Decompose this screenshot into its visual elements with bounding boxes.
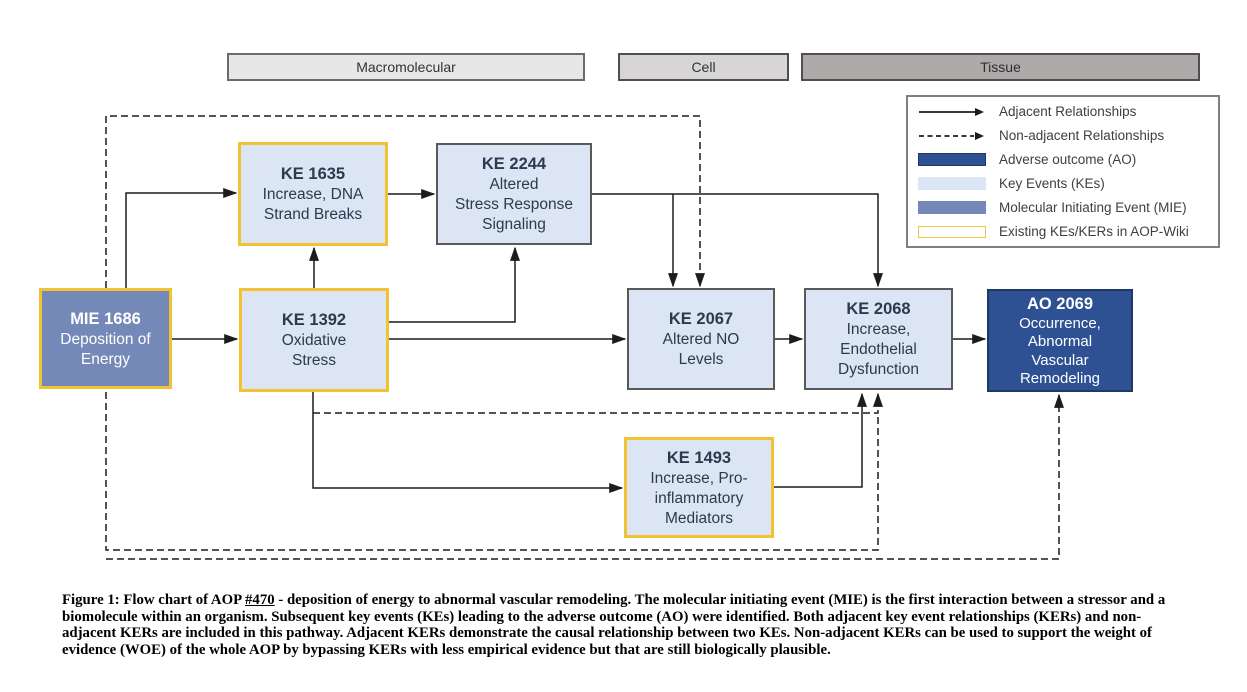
ke-swatch <box>918 177 986 190</box>
node-mie1686: MIE 1686 Deposition of Energy <box>39 288 172 389</box>
stage-label: Cell <box>691 59 716 75</box>
legend: Adjacent Relationships Non-adjacent Rela… <box>906 95 1220 248</box>
edge-mie1686-ke2067-nonadjacent <box>105 115 705 288</box>
node-title: KE 2068 <box>846 300 911 318</box>
node-ke1392: KE 1392 Oxidative Stress <box>239 288 389 392</box>
legend-label: Molecular Initiating Event (MIE) <box>999 200 1187 215</box>
legend-item-key-events: Key Events (KEs) <box>918 176 1212 191</box>
node-body: Altered NO Levels <box>662 331 740 368</box>
stage-bar-cell: Cell <box>618 53 789 81</box>
node-title: MIE 1686 <box>70 309 141 328</box>
legend-item-existing-aop-wiki: Existing KEs/KERs in AOP-Wiki <box>918 224 1212 239</box>
node-body: Increase, DNA Strand Breaks <box>262 186 364 223</box>
ao-swatch <box>918 153 986 166</box>
node-title: AO 2069 <box>1026 294 1094 313</box>
legend-item-non-adjacent: Non-adjacent Relationships <box>918 128 1212 143</box>
edge-ke1392-ke1493 <box>312 392 624 493</box>
figure-caption: Figure 1: Flow chart of AOP #470 - depos… <box>62 592 1195 658</box>
node-body: Occurrence, Abnormal Vascular Remodeling <box>1019 314 1101 388</box>
node-body: Increase, Endothelial Dysfunction <box>838 321 919 378</box>
caption-prefix: Figure 1: Flow chart of AOP <box>62 592 246 608</box>
dashed-arrow-icon <box>918 131 986 141</box>
stage-bar-tissue: Tissue <box>801 53 1200 81</box>
edge-mie1686-ke1635 <box>125 188 238 288</box>
legend-label: Adjacent Relationships <box>999 104 1137 119</box>
legend-item-mie: Molecular Initiating Event (MIE) <box>918 200 1212 215</box>
solid-arrow-icon <box>918 107 986 117</box>
aop-470-link[interactable]: #470 <box>245 592 275 608</box>
stage-label: Tissue <box>980 59 1021 75</box>
node-body: Deposition of Energy <box>60 330 151 368</box>
node-title: KE 1392 <box>281 311 347 329</box>
edge-ke1392-ke2244 <box>389 246 520 323</box>
stage-label: Macromolecular <box>356 59 456 75</box>
node-ao2069: AO 2069 Occurrence, Abnormal Vascular Re… <box>987 289 1133 392</box>
legend-label: Non-adjacent Relationships <box>999 128 1165 143</box>
node-ke1493: KE 1493 Increase, Pro- inflammatory Medi… <box>624 437 774 538</box>
node-title: KE 1493 <box>666 448 732 467</box>
node-title: KE 2067 <box>668 310 734 328</box>
edge-ke1392-ke2068-nonadjacent <box>313 392 883 414</box>
mie-swatch <box>918 201 986 214</box>
legend-label: Adverse outcome (AO) <box>999 152 1137 167</box>
edge-ke1493-ke2068 <box>774 392 867 488</box>
existing-outline-swatch <box>918 225 986 238</box>
node-title: KE 2244 <box>481 155 547 173</box>
node-ke2244: KE 2244 Altered Stress Response Signalin… <box>436 143 592 245</box>
node-body: Increase, Pro- inflammatory Mediators <box>650 469 748 527</box>
node-body: Altered Stress Response Signaling <box>454 176 574 233</box>
stage-bar-macromolecular: Macromolecular <box>227 53 585 81</box>
legend-item-adverse-outcome: Adverse outcome (AO) <box>918 152 1212 167</box>
node-ke2067: KE 2067 Altered NO Levels <box>627 288 775 390</box>
legend-label: Key Events (KEs) <box>999 176 1105 191</box>
node-title: KE 1635 <box>280 165 346 183</box>
node-ke1635: KE 1635 Increase, DNA Strand Breaks <box>238 142 388 246</box>
legend-label: Existing KEs/KERs in AOP-Wiki <box>999 224 1189 239</box>
node-ke2068: KE 2068 Increase, Endothelial Dysfunctio… <box>804 288 953 390</box>
node-body: Oxidative Stress <box>281 332 347 369</box>
edge-mie1686-ao2069-nonadjacent <box>106 393 1064 560</box>
legend-item-adjacent: Adjacent Relationships <box>918 104 1212 119</box>
caption-rest: - deposition of energy to abnormal vascu… <box>62 592 1166 658</box>
edge-ke2244-ke2068 <box>592 193 883 288</box>
